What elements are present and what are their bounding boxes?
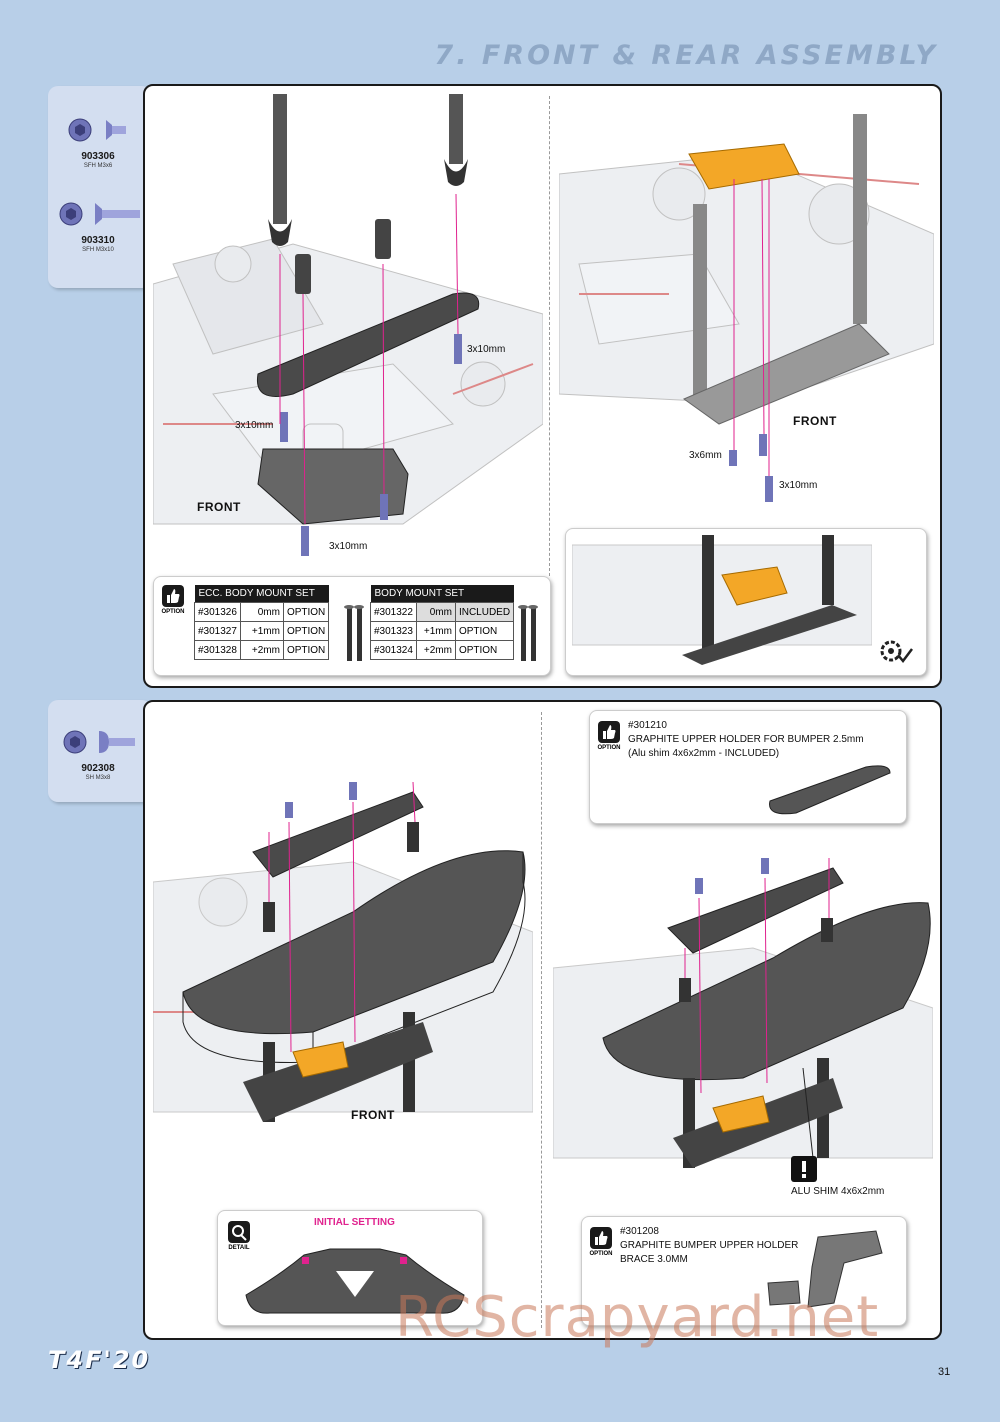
part-title: GRAPHITE UPPER HOLDER FOR BUMPER 2.5mm bbox=[628, 734, 864, 745]
table-header: ECC. BODY MOUNT SET bbox=[194, 585, 329, 603]
option-label: OPTION bbox=[161, 609, 185, 615]
cell: #301328 bbox=[194, 640, 241, 660]
initial-setting-title: INITIAL SETTING bbox=[314, 1217, 395, 1228]
cell: 0mm bbox=[415, 602, 456, 622]
screw-label: 3x10mm bbox=[329, 541, 368, 552]
body-post-icon bbox=[344, 605, 364, 661]
parts-tab-1: 903306 SFH M3x6 903310 SFH M3x10 bbox=[48, 86, 152, 288]
graphite-holder-illustration bbox=[769, 765, 891, 815]
table-header: BODY MOUNT SET bbox=[370, 585, 514, 603]
option-301210-box: OPTION #301210 GRAPHITE UPPER HOLDER FOR… bbox=[589, 710, 907, 824]
cell: #301322 bbox=[370, 602, 417, 622]
cell: +1mm bbox=[239, 621, 284, 641]
thumbs-up-icon bbox=[162, 585, 184, 607]
front-bumper-illustration bbox=[153, 782, 533, 1122]
part-code: 902308 bbox=[81, 763, 115, 774]
part-903310: 903310 SFH M3x10 bbox=[48, 198, 148, 253]
cell: #301327 bbox=[194, 621, 241, 641]
option-label: OPTION bbox=[589, 1251, 613, 1257]
part-title: GRAPHITE BUMPER UPPER HOLDER bbox=[620, 1240, 799, 1251]
cell: OPTION bbox=[454, 640, 515, 660]
cell: +2mm bbox=[415, 640, 456, 660]
assembly-panel-1: 3x10mm 3x10mm 3x10mm FRONT 3x6mm 3x10mm … bbox=[143, 84, 942, 688]
magnifier-icon bbox=[228, 1221, 250, 1243]
cell: OPTION bbox=[282, 640, 330, 660]
flat-head-screw-icon bbox=[68, 118, 126, 142]
part-note: (Alu shim 4x6x2mm - INCLUDED) bbox=[628, 748, 780, 759]
brand-logo: T4F'20 bbox=[48, 1346, 151, 1374]
bumper-holder-illustration bbox=[245, 1248, 465, 1314]
detail-badge: DETAIL bbox=[226, 1221, 252, 1251]
assembly-panel-2: FRONT OPTION #301210 GRAPHITE UPPER HOLD… bbox=[143, 700, 942, 1340]
option-text: #301210 GRAPHITE UPPER HOLDER FOR BUMPER… bbox=[628, 719, 864, 761]
cell: 0mm bbox=[239, 602, 284, 622]
option-badge: OPTION bbox=[588, 1227, 614, 1257]
watermark: RCScrapyard.net bbox=[395, 1285, 880, 1350]
graphite-bumper-illustration bbox=[553, 858, 933, 1168]
front-indicator: FRONT bbox=[351, 1108, 395, 1122]
cell: #301324 bbox=[370, 640, 417, 660]
panel-divider bbox=[541, 712, 542, 1328]
part-number: #301208 bbox=[620, 1226, 659, 1237]
detail-label: DETAIL bbox=[228, 1245, 250, 1251]
page-title: 7. FRONT & REAR ASSEMBLY bbox=[434, 40, 938, 71]
cell: OPTION bbox=[454, 621, 515, 641]
screw-label: 3x6mm bbox=[689, 450, 722, 461]
part-902308: 902308 SH M3x8 bbox=[48, 726, 148, 781]
part-number: #301210 bbox=[628, 720, 667, 731]
front-body-mount-illustration bbox=[153, 94, 543, 556]
warning-icon bbox=[791, 1156, 817, 1182]
option-text: #301208 GRAPHITE BUMPER UPPER HOLDER BRA… bbox=[620, 1225, 798, 1267]
part-desc: SH M3x8 bbox=[85, 775, 111, 781]
rear-body-mount-illustration bbox=[559, 114, 934, 502]
front-indicator: FRONT bbox=[793, 414, 837, 428]
front-indicator: FRONT bbox=[197, 500, 241, 514]
assembled-mount-illustration bbox=[572, 535, 872, 665]
part-desc: SFH M3x6 bbox=[83, 163, 113, 169]
graphite-brace-illustration bbox=[767, 1230, 883, 1308]
body-post-icon bbox=[518, 605, 538, 661]
cell: +1mm bbox=[415, 621, 456, 641]
gear-check-icon bbox=[880, 640, 913, 664]
alu-shim-label: ALU SHIM 4x6x2mm bbox=[791, 1186, 885, 1197]
part-note: BRACE 3.0MM bbox=[620, 1254, 688, 1265]
part-code: 903306 bbox=[81, 151, 115, 162]
button-head-screw-icon bbox=[63, 730, 135, 754]
panel-divider bbox=[549, 96, 550, 576]
page-number: 31 bbox=[938, 1366, 951, 1378]
thumbs-up-icon bbox=[598, 721, 620, 743]
screw-label: 3x10mm bbox=[235, 420, 274, 431]
screw-label: 3x10mm bbox=[467, 344, 506, 355]
cell: OPTION bbox=[282, 602, 330, 622]
cell: OPTION bbox=[282, 621, 330, 641]
option-label: OPTION bbox=[597, 745, 621, 751]
option-301208-box: OPTION #301208 GRAPHITE BUMPER UPPER HOL… bbox=[581, 1216, 907, 1326]
cell: #301323 bbox=[370, 621, 417, 641]
part-code: 903310 bbox=[81, 235, 115, 246]
thumbs-up-icon bbox=[590, 1227, 612, 1249]
screw-label: 3x10mm bbox=[779, 480, 818, 491]
assembled-view-box bbox=[565, 528, 927, 676]
option-badge: OPTION bbox=[596, 721, 622, 751]
parts-tab-2: 902308 SH M3x8 bbox=[48, 700, 152, 802]
initial-setting-detail-box: DETAIL INITIAL SETTING bbox=[217, 1210, 483, 1326]
part-903306: 903306 SFH M3x6 bbox=[48, 114, 148, 169]
option-badge: OPTION bbox=[160, 585, 186, 615]
flat-head-screw-icon bbox=[59, 202, 140, 226]
cell: #301326 bbox=[194, 602, 241, 622]
cell: INCLUDED bbox=[454, 602, 515, 622]
part-desc: SFH M3x10 bbox=[82, 247, 114, 253]
cell: +2mm bbox=[239, 640, 284, 660]
